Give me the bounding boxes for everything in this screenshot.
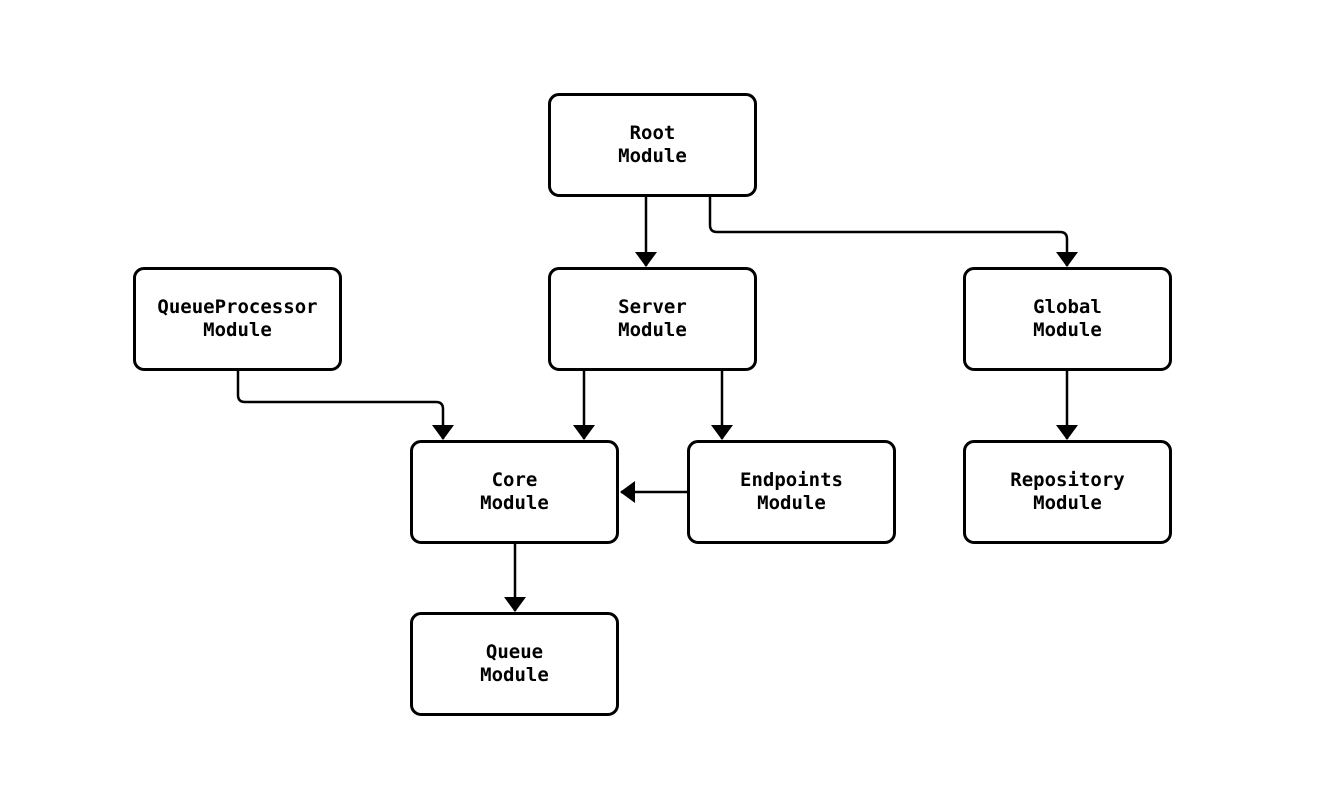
node-core-module-label: Core Module [480, 469, 549, 514]
node-core-module: Core Module [410, 440, 619, 544]
node-queueprocessor-module: QueueProcessor Module [133, 267, 342, 371]
node-repository-module-label: Repository Module [1010, 469, 1125, 514]
node-global-module: Global Module [963, 267, 1172, 371]
node-repository-module: Repository Module [963, 440, 1172, 544]
node-global-module-label: Global Module [1033, 296, 1102, 341]
node-queueprocessor-module-label: QueueProcessor Module [157, 296, 318, 341]
edge-root-to-global [708, 197, 1078, 267]
node-queue-module-label: Queue Module [480, 641, 549, 686]
node-root-module-label: Root Module [618, 122, 687, 167]
edge-queueprocessor-to-core [236, 371, 454, 440]
node-queue-module: Queue Module [410, 612, 619, 716]
node-server-module-label: Server Module [618, 296, 687, 341]
node-endpoints-module-label: Endpoints Module [740, 469, 843, 514]
node-endpoints-module: Endpoints Module [687, 440, 896, 544]
node-root-module: Root Module [548, 93, 757, 197]
node-server-module: Server Module [548, 267, 757, 371]
